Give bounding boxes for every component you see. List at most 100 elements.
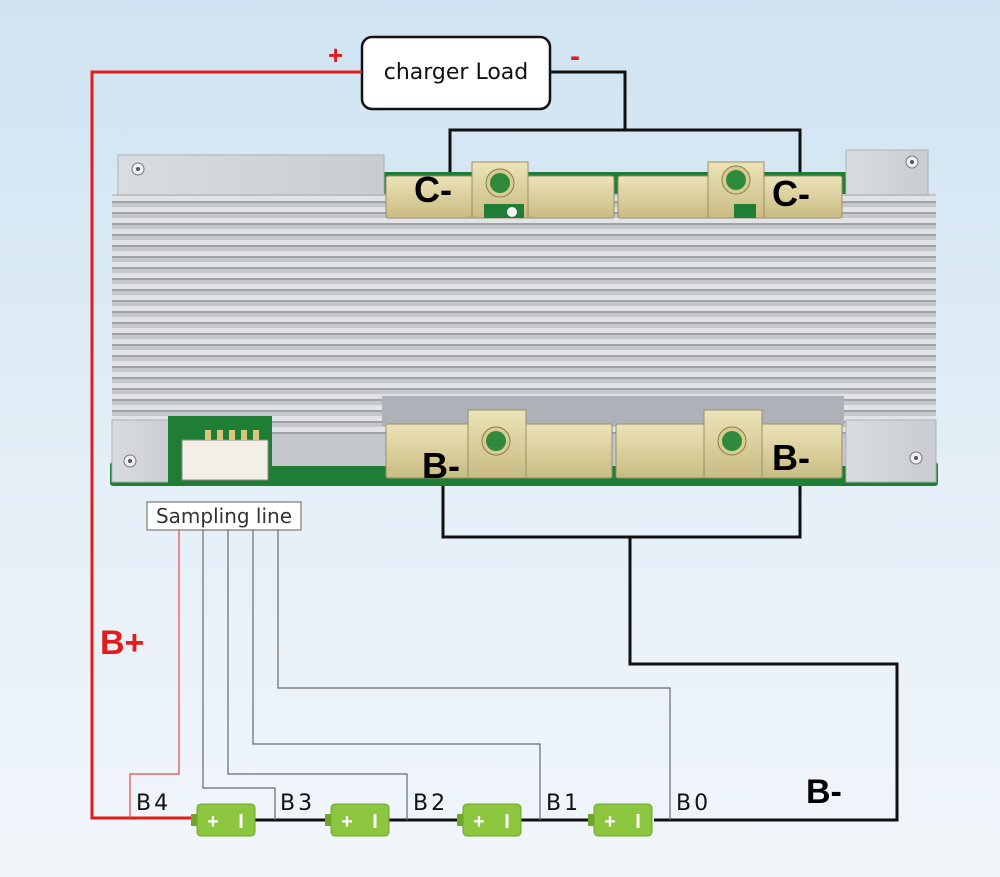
- tap-label-b0: B0: [676, 791, 711, 816]
- heatsink-fin-shadow: [112, 245, 936, 247]
- c-hole-right-center: [726, 170, 746, 190]
- cell-body: [593, 803, 653, 837]
- load-plus-sign: +: [328, 40, 343, 70]
- heatsink-fin: [112, 295, 936, 300]
- cell-plus-icon: +: [473, 811, 485, 833]
- heatsink-fin-shadow: [112, 388, 936, 390]
- b-plus-wire: [90, 70, 362, 820]
- battery-cell: + I: [588, 803, 653, 837]
- charger-load-box: charger Load + -: [328, 35, 580, 111]
- heatsink-fin-shadow: [112, 366, 936, 368]
- heatsink-fin-shadow: [112, 278, 936, 280]
- heatsink-fin-shadow: [112, 289, 936, 291]
- terminal-label-b-right: B-: [772, 437, 810, 478]
- mount-plate-top-left: [117, 154, 385, 196]
- heatsink-fin: [112, 218, 936, 223]
- connector-pin: [217, 430, 223, 440]
- heatsink-fin: [112, 229, 936, 234]
- c-minus-bus: [448, 128, 802, 172]
- screw-icon: [123, 454, 137, 468]
- pcb-window: [484, 204, 524, 218]
- terminal-label-c-right: C-: [772, 173, 810, 214]
- cell-body: [330, 803, 390, 837]
- cell-minus-icon: I: [372, 811, 378, 833]
- heatsink-fin: [112, 306, 936, 311]
- mount-plate-bottom-right: [845, 419, 937, 483]
- sampling-wire-b2: [227, 530, 408, 820]
- tap-label-b4: B4: [136, 791, 171, 816]
- cell-minus-icon: I: [635, 811, 641, 833]
- cell-plus-icon: +: [341, 811, 353, 833]
- charger-load-label: charger Load: [384, 60, 529, 85]
- screw-icon: [905, 155, 919, 169]
- cell-minus-icon: I: [504, 811, 510, 833]
- load-minus-sign: -: [570, 40, 580, 73]
- b-hole-right-center: [722, 431, 742, 451]
- sampling-label: Sampling line: [156, 504, 292, 528]
- tap-label-b2: B2: [413, 791, 448, 816]
- battery-cell: + I: [457, 803, 522, 837]
- b-minus-label: B-: [806, 773, 842, 811]
- wires: [90, 70, 899, 822]
- sampling-label-frame: [146, 501, 302, 531]
- tap-label-b1: B1: [546, 791, 581, 816]
- cell-terminal: [457, 814, 464, 826]
- heatsink-fin: [112, 328, 936, 333]
- heatsink-fin: [112, 339, 936, 344]
- balance-connector: [168, 416, 272, 484]
- tap-label-b3: B3: [280, 791, 315, 816]
- heatsink-fin-shadow: [112, 344, 936, 346]
- bms-board: [110, 149, 938, 486]
- heatsink-fin-shadow: [112, 311, 936, 313]
- b-hole-left-center: [486, 431, 506, 451]
- cell-plus-icon: +: [604, 811, 616, 833]
- cell-terminal: [325, 814, 332, 826]
- connector-housing: [181, 439, 269, 481]
- heatsink-fin-shadow: [112, 333, 936, 335]
- heatsink-fin-shadow: [112, 234, 936, 236]
- heatsink-fin-shadow: [112, 322, 936, 324]
- heatsink-fin: [112, 383, 936, 388]
- sampling-wire-b3: [202, 530, 276, 820]
- heatsink-fin: [112, 273, 936, 278]
- cell-plus-icon: +: [207, 811, 219, 833]
- b-minus-pads: [382, 396, 844, 479]
- c-hole-left-center: [490, 173, 510, 193]
- heatsink-fin-shadow: [112, 300, 936, 302]
- connector-pin: [253, 430, 259, 440]
- cell-minus-icon: I: [238, 811, 244, 833]
- battery-cell: + I: [191, 803, 256, 837]
- sampling-wire-b0: [277, 530, 671, 820]
- recess: [382, 396, 844, 426]
- screw-icon: [909, 451, 923, 465]
- sampling-wire-b4: [129, 530, 180, 818]
- b-minus-bus: [441, 486, 802, 539]
- connector-pin: [241, 430, 247, 440]
- heatsink-fin-shadow: [112, 267, 936, 269]
- heatsink-fin: [112, 317, 936, 322]
- heatsink-fin: [112, 240, 936, 245]
- heatsink-fin-shadow: [112, 355, 936, 357]
- b-minus-return-wire: [628, 537, 899, 822]
- terminal-label-c-left: C-: [414, 169, 452, 210]
- heatsink-fin: [112, 284, 936, 289]
- heatsink-fin: [112, 350, 936, 355]
- cell-terminal: [588, 814, 595, 826]
- cell-body: [196, 803, 256, 837]
- battery-cell: + I: [325, 803, 390, 837]
- heatsink-fin: [112, 372, 936, 377]
- load-negative-wire: [550, 70, 627, 130]
- heatsink-fin-shadow: [112, 223, 936, 225]
- sampling-wire-b1: [252, 530, 541, 820]
- connector-pin: [229, 430, 235, 440]
- c-minus-pads: [385, 161, 843, 219]
- heatsink-fin: [112, 361, 936, 366]
- connector-pin: [205, 430, 211, 440]
- screw-icon: [131, 162, 145, 176]
- heatsink-fin: [112, 262, 936, 267]
- sampling-lines: Sampling line: [129, 501, 671, 820]
- cell-body: [462, 803, 522, 837]
- heatsink-fin-shadow: [112, 256, 936, 258]
- via-icon: [507, 207, 517, 217]
